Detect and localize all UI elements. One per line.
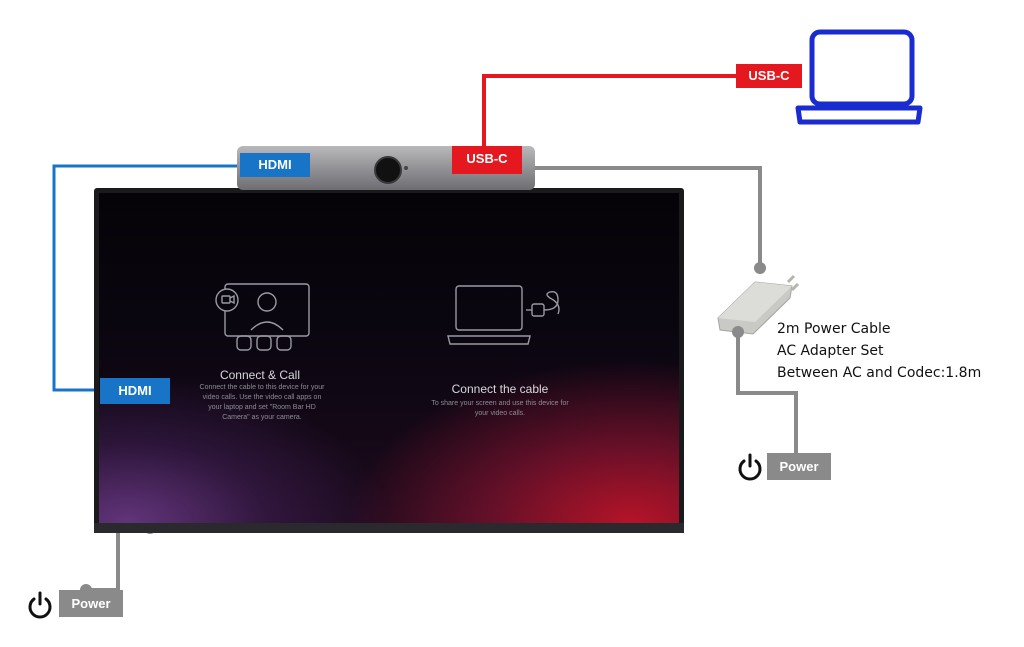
camera-hdmi-tag: HDMI bbox=[240, 153, 310, 177]
connect-cable-description: To share your screen and use this device… bbox=[431, 400, 569, 417]
adapter-power-cable bbox=[736, 332, 798, 455]
connect-call-description: Connect the cable to this device for you… bbox=[199, 384, 325, 421]
power-icon bbox=[738, 453, 762, 481]
usbc-cable bbox=[482, 74, 736, 146]
tv-bottom-bezel bbox=[94, 523, 684, 533]
camera-lens bbox=[374, 156, 402, 184]
tv-hdmi-tag: HDMI bbox=[100, 378, 170, 404]
connect-cable-title: Connect the cable bbox=[451, 382, 549, 396]
tv-screen bbox=[99, 193, 679, 523]
laptop-cable-icon bbox=[447, 285, 560, 345]
connect-call-title: Connect & Call bbox=[219, 368, 301, 382]
tv-power-cable bbox=[90, 526, 150, 592]
adapter-note-line2: AC Adapter Set bbox=[777, 343, 884, 359]
camera-indicator bbox=[404, 166, 408, 170]
hdmi-cable bbox=[52, 164, 240, 392]
power-tag-right: Power bbox=[767, 453, 831, 480]
laptop-icon bbox=[795, 29, 923, 125]
adapter-note-line1: 2m Power Cable bbox=[777, 321, 891, 337]
adapter-note: 2m Power Cable AC Adapter Set Between AC… bbox=[777, 318, 1017, 384]
power-icon bbox=[28, 591, 52, 619]
video-call-icon bbox=[215, 283, 310, 351]
laptop-usbc-tag: USB-C bbox=[736, 64, 802, 88]
camera-power-cable bbox=[535, 166, 762, 268]
camera-usbc-tag: USB-C bbox=[452, 146, 522, 174]
power-tag-left: Power bbox=[59, 590, 123, 617]
adapter-note-line3: Between AC and Codec:1.8m bbox=[777, 365, 982, 381]
camera-power-joint bbox=[754, 262, 766, 274]
ac-adapter bbox=[717, 274, 800, 335]
